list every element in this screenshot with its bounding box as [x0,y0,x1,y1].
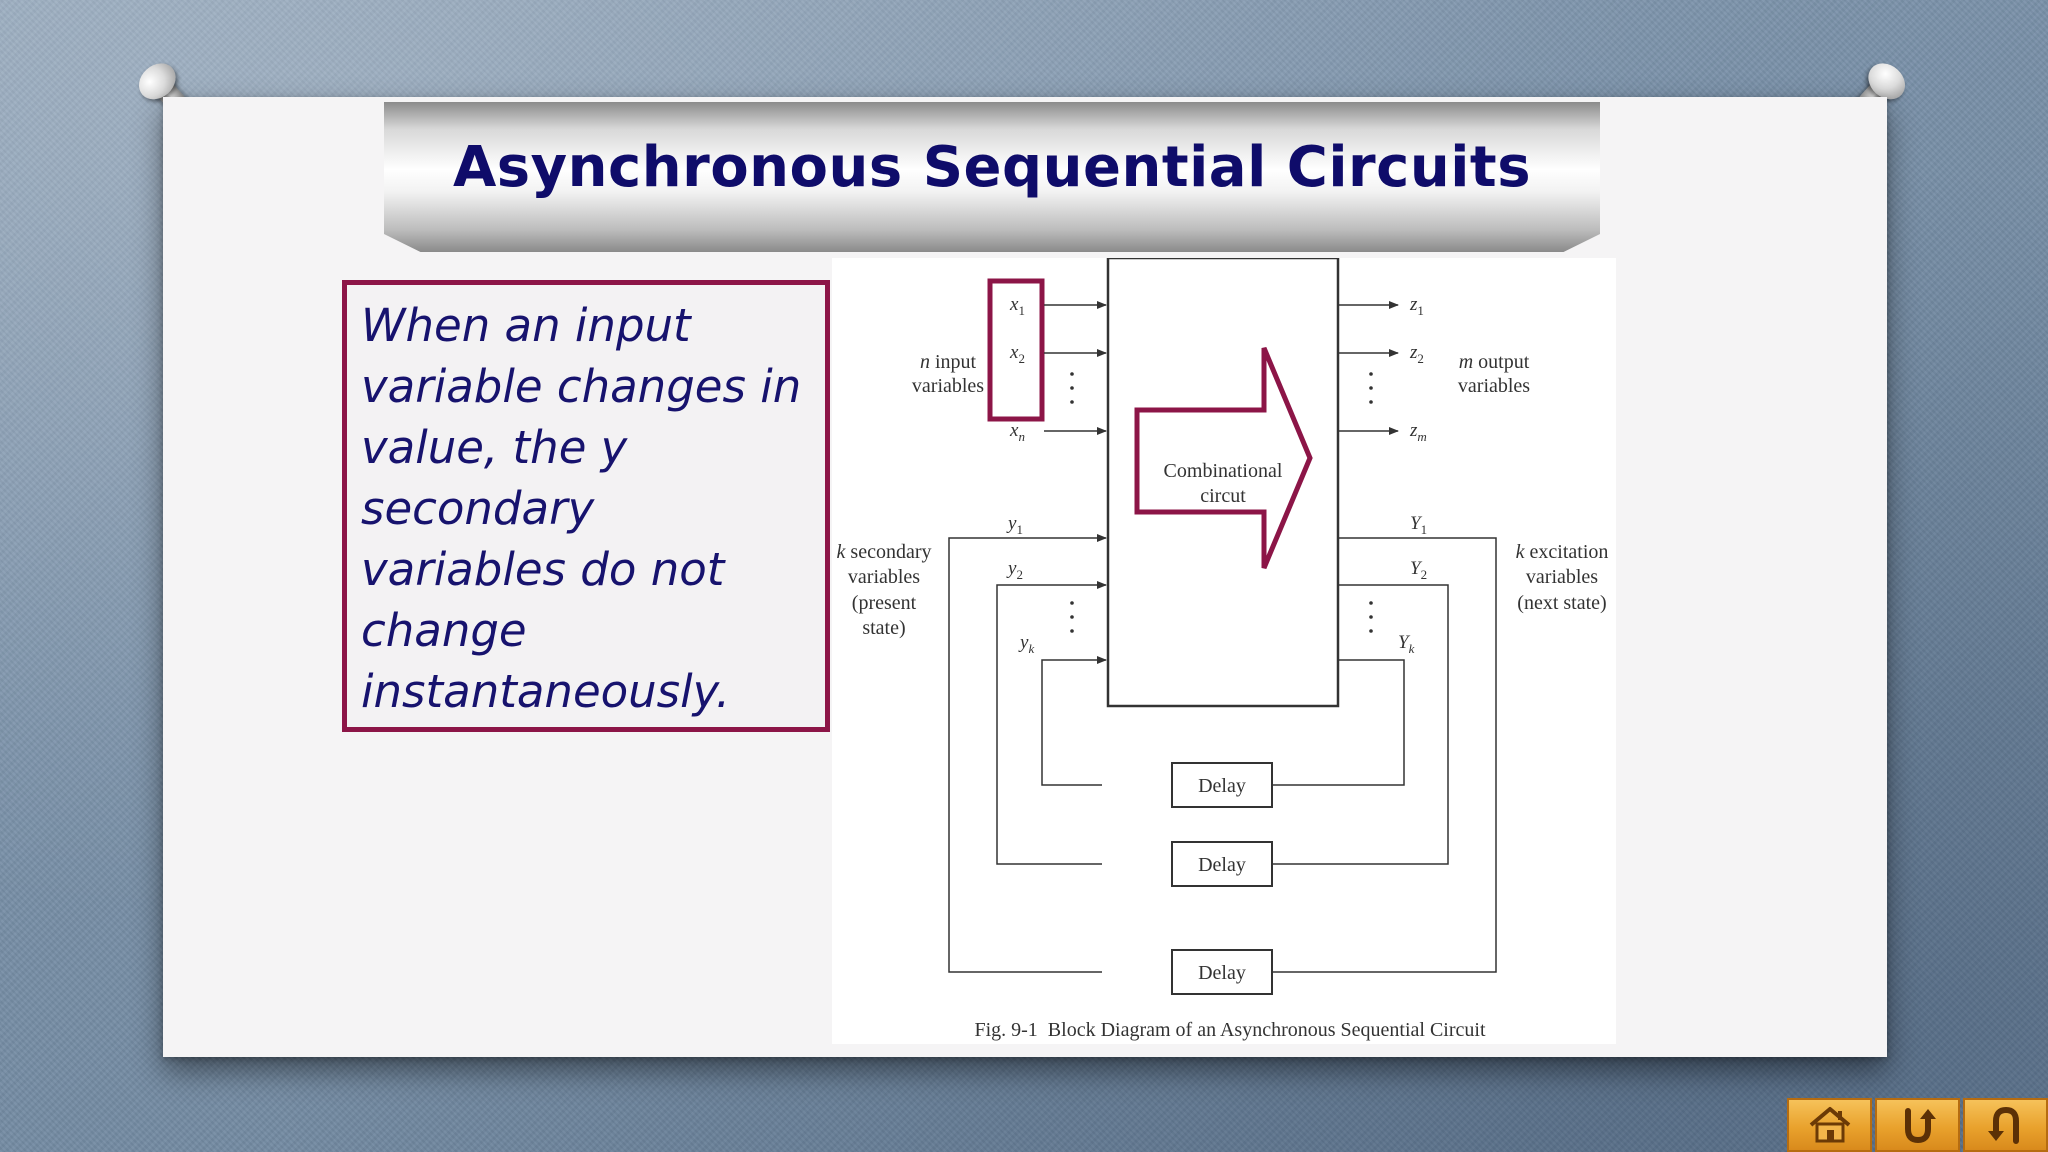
home-button[interactable] [1787,1098,1872,1152]
home-icon [1809,1107,1850,1143]
combinational-label-2: circut [1200,485,1246,507]
block-diagram-svg: Combinational circut x1 x2 xn n input va… [837,258,1609,1041]
figure-caption: Fig. 9-1 Block Diagram of an Asynchronou… [974,1019,1485,1041]
feedback-path-2 [1175,584,1449,868]
excitation-dots [1369,601,1373,633]
delay-block-2: Delay [1171,841,1273,887]
return-icon [1904,1108,1936,1144]
feedback-return-2 [996,581,1107,865]
excitation-group-label-2: variables [1526,566,1598,588]
feedback-path-k [1175,659,1405,789]
input-label-xn: xn [1009,420,1025,444]
secondary-group-label-1: k secondary [837,541,932,563]
excitation-group-label-3: (next state) [1517,592,1606,614]
excitation-label-Yk: Yk [1398,632,1415,656]
input-group-label-2: variables [912,375,984,397]
slide-navigation [1787,1098,2048,1152]
back-icon [1987,1106,2019,1144]
input-dots [1070,372,1074,404]
output-label-zm: zm [1409,420,1427,444]
combinational-arrow [1134,347,1313,569]
block-diagram: Combinational circut x1 x2 xn n input va… [832,258,1616,1044]
feedback-return-1 [948,534,1107,973]
delay-block-1: Delay [1171,949,1273,995]
excitation-label-Y2: Y2 [1410,558,1427,582]
output-label-z2: z2 [1409,342,1424,366]
slide-title: Asynchronous Sequential Circuits [452,134,1532,200]
secondary-label-y2: y2 [1006,558,1023,582]
output-dots [1369,372,1373,404]
feedback-path-1 [1175,537,1497,976]
return-button[interactable] [1875,1098,1960,1152]
secondary-group-label-3: (present [852,592,917,614]
secondary-dots [1070,601,1074,633]
output-group-label-1: m output [1459,351,1530,373]
callout-box: When an input variable changes in value,… [342,280,830,732]
input-label-x1: x1 [1009,294,1025,318]
secondary-group-label-2: variables [848,566,920,588]
input-highlight-box [987,278,1045,422]
excitation-group-label-1: k excitation [1516,541,1609,563]
feedback-return-k [1041,656,1107,786]
delay-label-2: Delay [1198,854,1246,876]
input-group-label-1: n input [920,351,977,373]
output-label-z1: z1 [1409,294,1424,318]
delay-label-k: Delay [1198,775,1246,797]
back-button[interactable] [1963,1098,2048,1152]
combinational-label-1: Combinational [1164,460,1283,482]
excitation-label-Y1: Y1 [1410,513,1427,537]
delay-label-1: Delay [1198,962,1246,984]
output-group-label-2: variables [1458,375,1530,397]
delay-block-k: Delay [1171,762,1273,808]
secondary-label-yk: yk [1018,632,1034,656]
secondary-label-y1: y1 [1006,513,1023,537]
input-label-x2: x2 [1009,342,1025,366]
title-banner: Asynchronous Sequential Circuits [384,102,1600,252]
secondary-group-label-4: state) [862,617,905,639]
callout-text: When an input variable changes in value,… [361,299,802,718]
combinational-block [1106,258,1340,708]
